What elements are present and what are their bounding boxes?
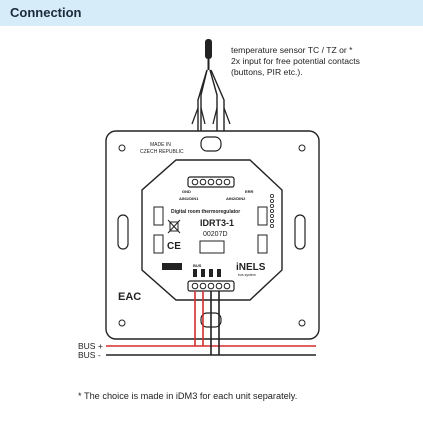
made-in-label: MADE IN — [150, 142, 171, 148]
display-window — [199, 240, 225, 254]
brand-sub-label: bus system — [238, 273, 256, 277]
sensor-terminal-block — [187, 176, 235, 188]
temperature-sensor-icon — [205, 39, 212, 70]
led-label: ERR — [245, 189, 254, 194]
ain1-label: AIN1/DIN1 — [179, 196, 199, 201]
gnd-label: GND — [182, 189, 191, 194]
ain2-label: AIN2/DIN2 — [226, 196, 246, 201]
ce-mark: CE — [167, 241, 181, 252]
contact-switch-right — [212, 107, 231, 125]
weee-bin-icon — [167, 219, 181, 234]
sensor-note-line-1: temperature sensor TC / TZ or * — [231, 45, 353, 55]
elko-logo-bar — [162, 263, 182, 270]
code-label: 00207D — [203, 231, 228, 238]
section-title: Connection — [10, 5, 82, 20]
sensor-note: temperature sensor TC / TZ or * 2x input… — [231, 45, 411, 78]
bus-plus-label: BUS + — [78, 341, 103, 351]
made-in-country-label: CZECH REPUBLIC — [140, 149, 184, 155]
sensor-note-line-3: (buttons, PIR etc.). — [231, 67, 303, 77]
bus-wires — [106, 291, 316, 356]
bus-minus-label: BUS - — [78, 350, 101, 360]
sensor-note-line-2: 2x input for free potential contacts — [231, 56, 360, 66]
device-description: Digital room thermoregulator — [171, 209, 240, 215]
brand-label: iNELS — [236, 262, 266, 273]
eac-mark: EAC — [118, 291, 141, 303]
footnote: * The choice is made in iDM3 for each un… — [78, 391, 298, 401]
model-label: IDRT3-1 — [200, 218, 234, 228]
contact-switch-left — [191, 107, 206, 125]
bus-terminal-label: BUS — [193, 263, 202, 268]
section-header: Connection — [0, 0, 423, 26]
